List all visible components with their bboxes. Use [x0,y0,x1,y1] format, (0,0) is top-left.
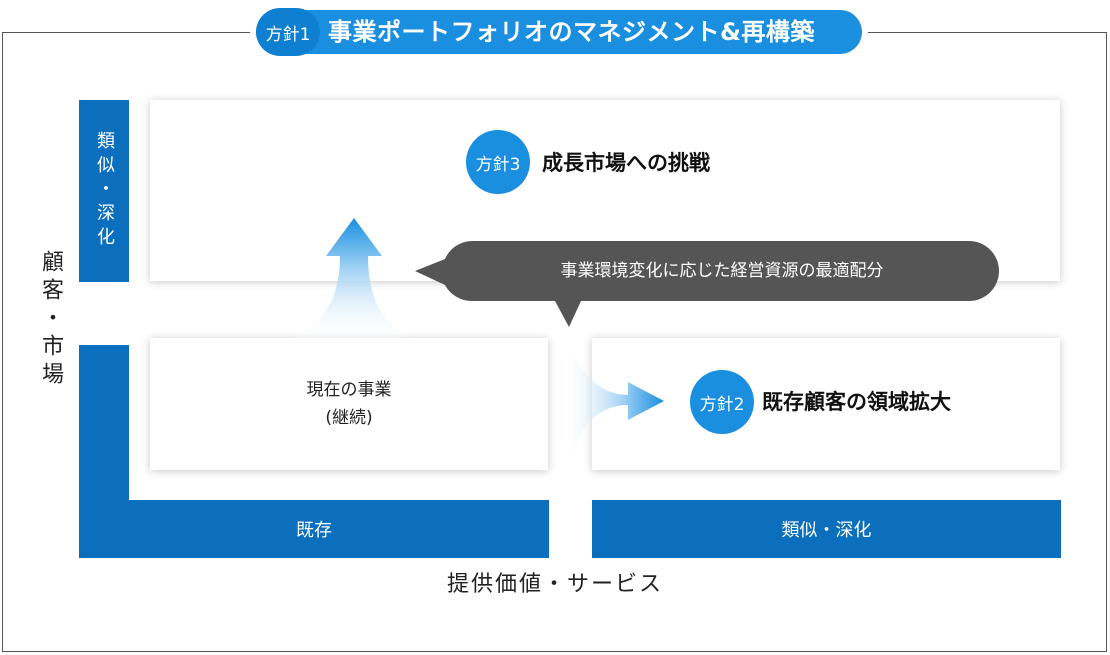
page-title: 事業ポートフォリオのマネジメント&再構築 [328,18,815,46]
existing-customers-heading: 既存顧客の領域拡大 [762,390,951,414]
policy-2-badge: 方針2 [690,370,754,434]
callout-bubble [415,241,999,327]
y-axis-label: 顧客・市場 [38,250,63,390]
x-axis-segment-left-label: 既存 [296,520,332,541]
quadrant-current-business: 現在の事業 (継続) [150,338,548,470]
policy-1-badge: 方針1 [256,8,320,56]
x-axis-label: 提供価値・サービス [446,572,663,597]
current-business-sublabel: (継続) [325,408,373,428]
x-axis-segment-right-label: 類似・深化 [781,520,872,541]
current-business-label: 現在の事業 [306,380,392,400]
x-axis-bar-similar: 類似・深化 [592,500,1061,558]
y-axis-segment-label: 類似・深化 [94,131,115,251]
x-axis-bar-existing: 既存 [79,500,549,558]
policy-3-badge: 方針3 [466,130,530,194]
growth-market-heading: 成長市場への挑戦 [542,151,710,175]
quadrant-existing-customers [592,338,1060,470]
y-axis-bar-similar: 類似・深化 [79,100,129,282]
callout-text: 事業環境変化に応じた経営資源の最適配分 [560,261,884,281]
y-axis-bar-existing [79,345,129,505]
title-pill: 方針1 事業ポートフォリオのマネジメント&再構築 [256,8,862,56]
